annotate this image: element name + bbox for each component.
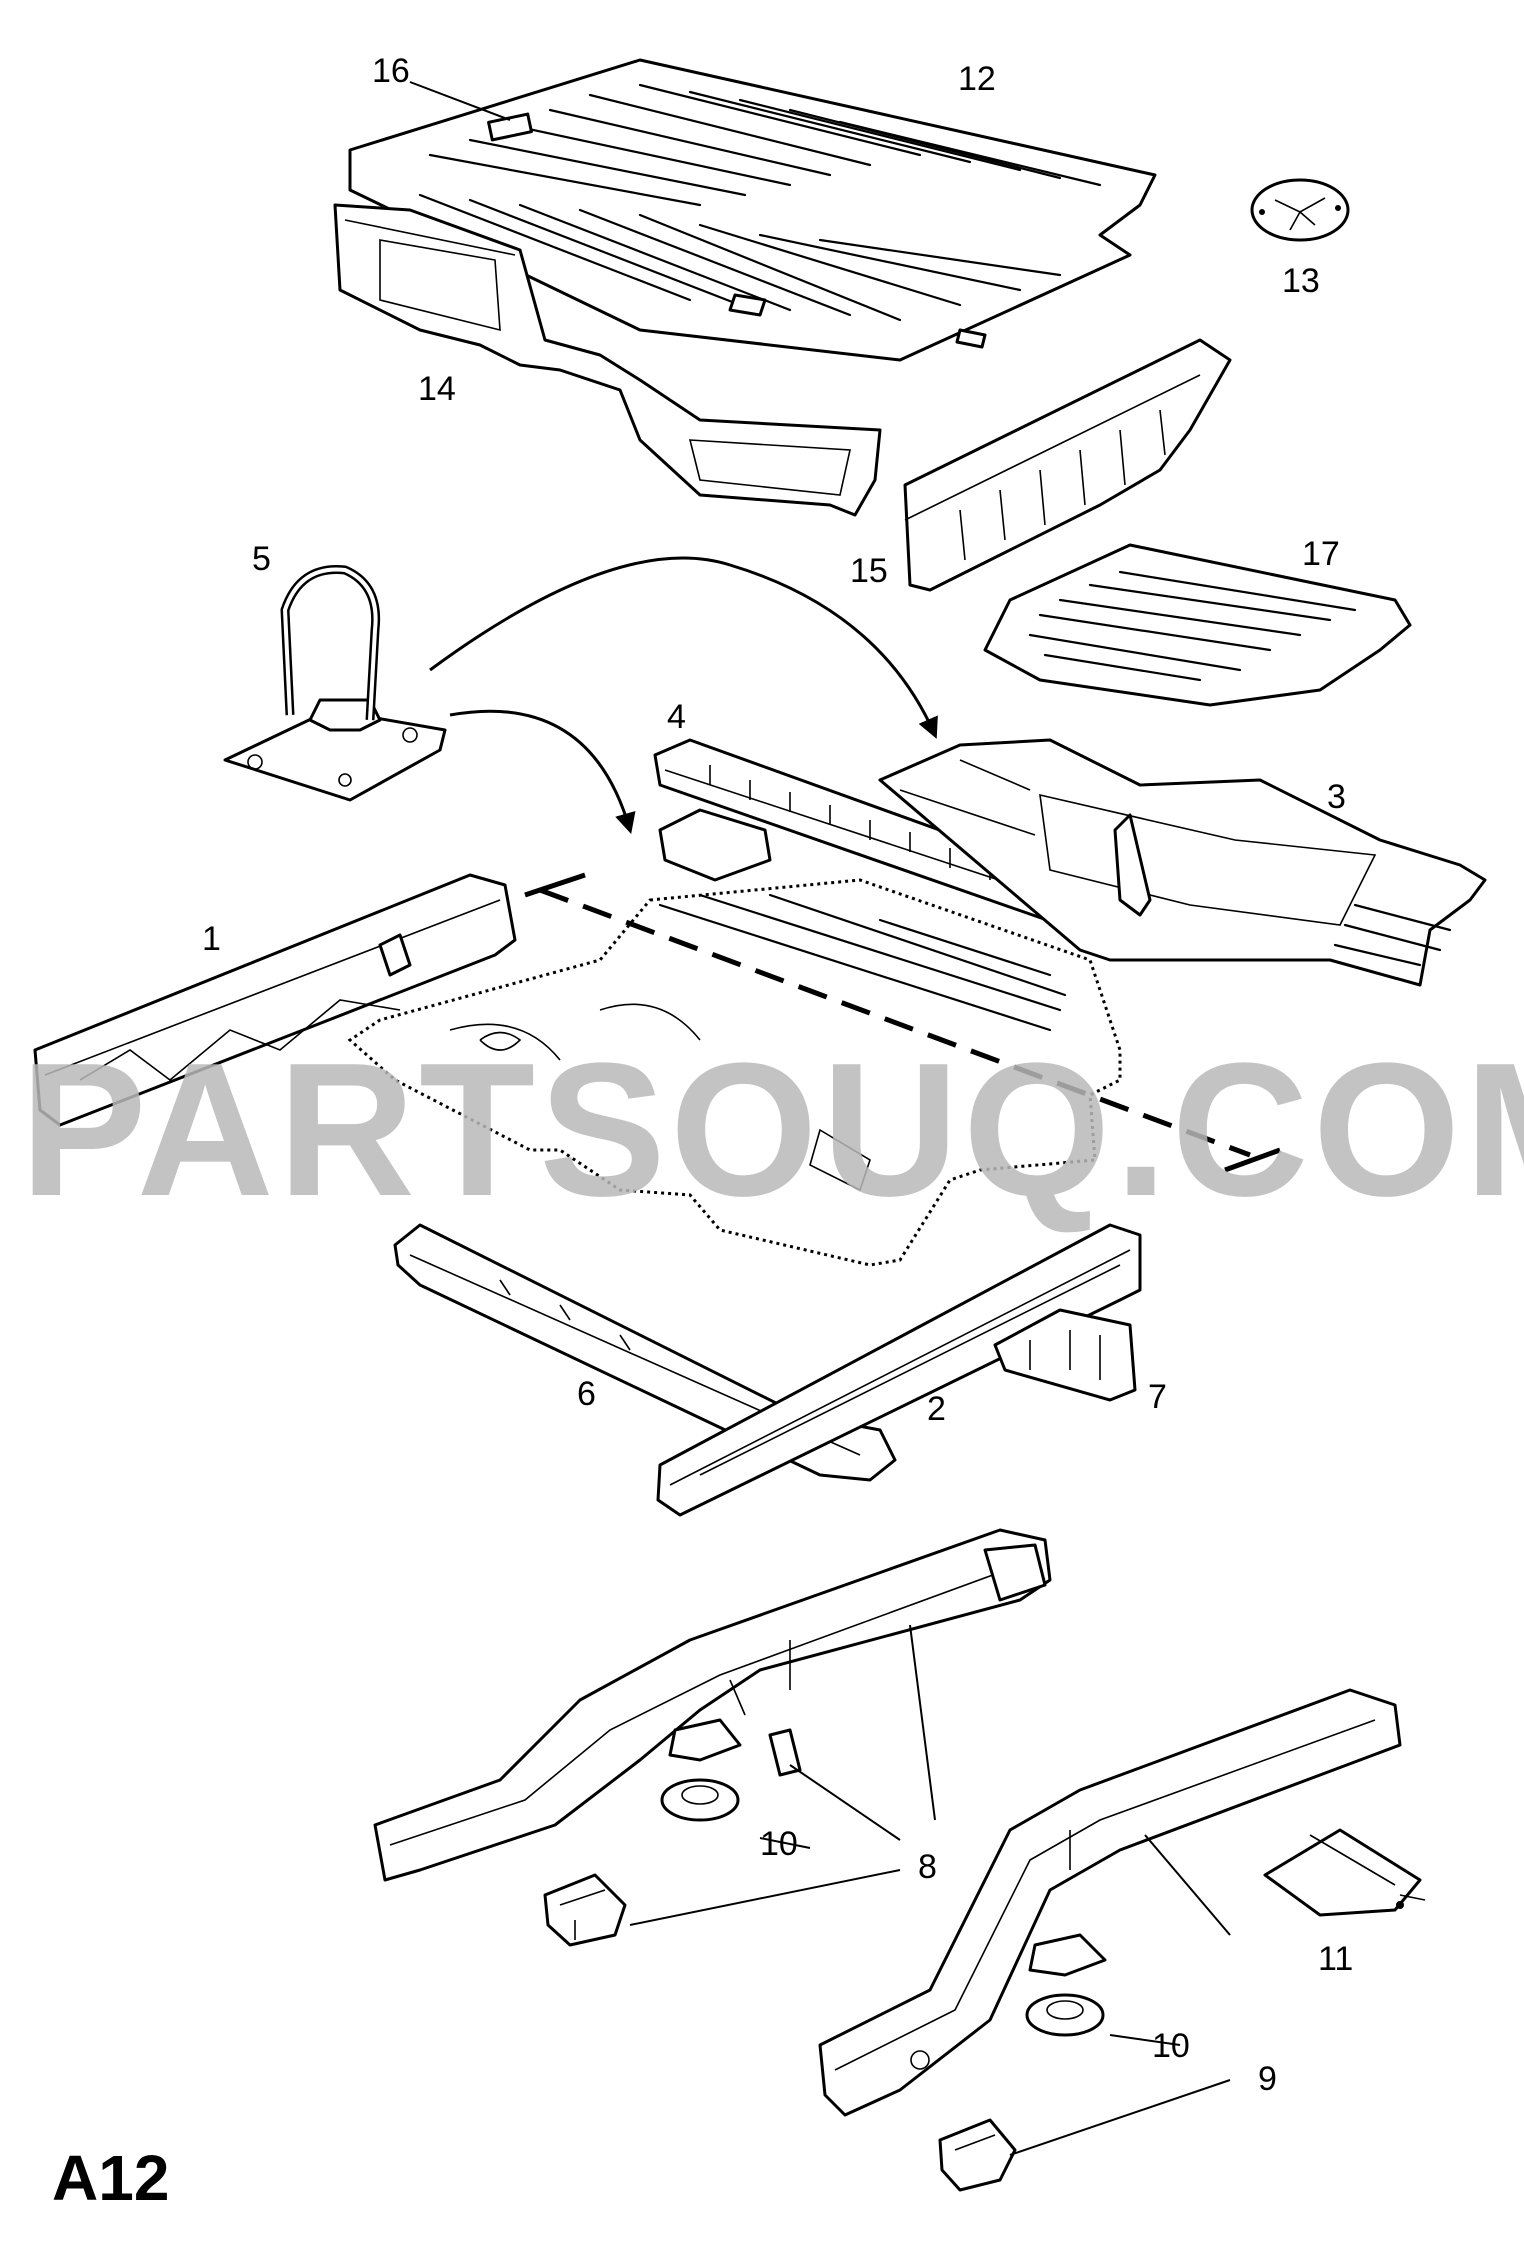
part-5-tie-down-loop bbox=[223, 565, 447, 802]
callout-10-upper: 10 bbox=[760, 1825, 798, 1863]
part-10-mount-upper bbox=[660, 1718, 802, 1822]
part-2-right-sill-rail bbox=[656, 1223, 1142, 1517]
callout-10-lower: 10 bbox=[1152, 2027, 1190, 2065]
part-1-left-sill-rail bbox=[33, 873, 517, 1127]
part-10-mount-lower bbox=[1025, 1933, 1107, 2037]
callout-labels: 16 12 13 14 15 17 5 4 3 1 6 2 7 10 8 11 … bbox=[202, 52, 1353, 2098]
callout-9: 9 bbox=[1258, 2060, 1277, 2098]
callout-13: 13 bbox=[1282, 262, 1320, 300]
callout-1: 1 bbox=[202, 920, 221, 958]
callout-12: 12 bbox=[958, 60, 996, 98]
part-3-rear-floor-pan bbox=[878, 738, 1487, 987]
callout-2: 2 bbox=[927, 1390, 946, 1428]
callout-14: 14 bbox=[418, 370, 456, 408]
part-15-stiffener-panel bbox=[903, 338, 1232, 592]
rail-bracket-left bbox=[543, 1873, 627, 1947]
callout-4: 4 bbox=[667, 698, 686, 736]
page-code: A12 bbox=[52, 2142, 169, 2214]
part-11-plate bbox=[1263, 1828, 1426, 1917]
callout-16: 16 bbox=[372, 52, 410, 90]
part-7-bracket bbox=[993, 1308, 1137, 1402]
leader-lines bbox=[409, 81, 1231, 2156]
part-17-spare-wheel-floor bbox=[983, 543, 1412, 707]
installation-arrows bbox=[429, 556, 938, 835]
part-9-right-chassis-rail bbox=[818, 1688, 1402, 2117]
watermark-text: PARTSOUQ.COM bbox=[20, 1024, 1524, 1236]
part-14-rear-crossmember bbox=[333, 203, 882, 517]
callout-3: 3 bbox=[1327, 778, 1346, 816]
callout-8: 8 bbox=[918, 1848, 937, 1886]
callout-5: 5 bbox=[252, 540, 271, 578]
callout-7: 7 bbox=[1148, 1378, 1167, 1416]
callout-15: 15 bbox=[850, 552, 888, 590]
callout-6: 6 bbox=[577, 1375, 596, 1413]
part-8-left-chassis-rail bbox=[373, 1528, 1052, 1882]
callout-17: 17 bbox=[1302, 535, 1340, 573]
rail-bracket-right bbox=[938, 2118, 1017, 2192]
callout-11: 11 bbox=[1318, 1940, 1353, 1978]
main-floor-pan bbox=[347, 872, 1281, 1267]
floor-bracket bbox=[658, 808, 772, 882]
part-13-round-cover bbox=[1250, 178, 1350, 242]
part-12-rear-floor-panel bbox=[348, 58, 1157, 362]
